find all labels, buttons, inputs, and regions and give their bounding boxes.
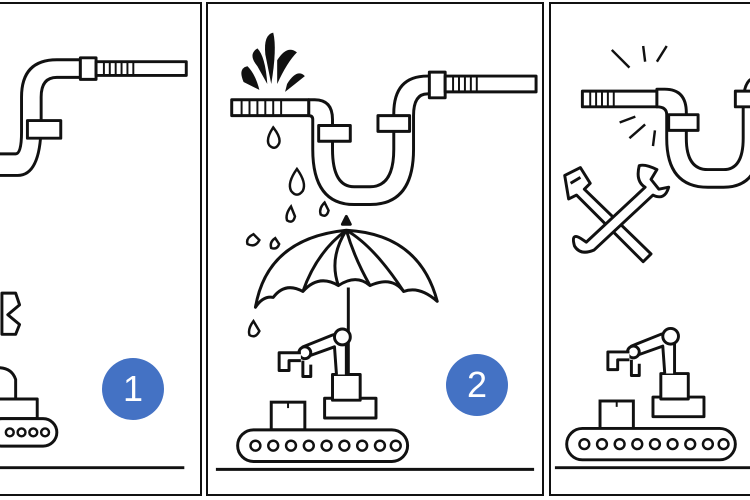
- umbrella-icon: [253, 214, 439, 401]
- pipe-coupling: [427, 70, 447, 100]
- water-drops-icon: [245, 125, 330, 338]
- pipe-joint: [733, 89, 750, 109]
- pipe-coupling: [78, 56, 98, 81]
- step-number-badge: 1: [102, 358, 164, 420]
- wrench-icon: [563, 166, 653, 264]
- pipe-threads: [443, 74, 538, 94]
- panel-1: 1: [0, 2, 202, 496]
- leaking-pipe-icon: [230, 98, 311, 118]
- panel-2-drawing: [215, 32, 538, 471]
- pipe-joint: [317, 123, 352, 143]
- pipe-joint: [667, 113, 700, 132]
- wrench-icon: [0, 291, 22, 336]
- pipe-joint: [376, 114, 412, 133]
- robot-arm-icon: [606, 326, 706, 419]
- pipe-threads: [94, 60, 188, 77]
- pipe-icon: [307, 74, 433, 207]
- pipe-icon: [655, 78, 750, 189]
- pipe-threads: [580, 89, 659, 109]
- pipe-joint: [25, 119, 63, 140]
- pipe-icon: [0, 58, 82, 177]
- panel-2: 2: [206, 2, 544, 496]
- pipe-threads-lines: [102, 61, 135, 76]
- panel-3-drawing: [554, 45, 750, 470]
- water-splash-icon: [241, 32, 305, 92]
- panel-3: [549, 2, 750, 496]
- robot-arm-icon: [0, 366, 18, 401]
- robot-arm-icon: [277, 327, 378, 420]
- step-number-badge: 2: [446, 354, 508, 416]
- spanner-icon: [571, 163, 671, 254]
- robot-base: [0, 397, 39, 421]
- panel-1-drawing: [0, 56, 188, 470]
